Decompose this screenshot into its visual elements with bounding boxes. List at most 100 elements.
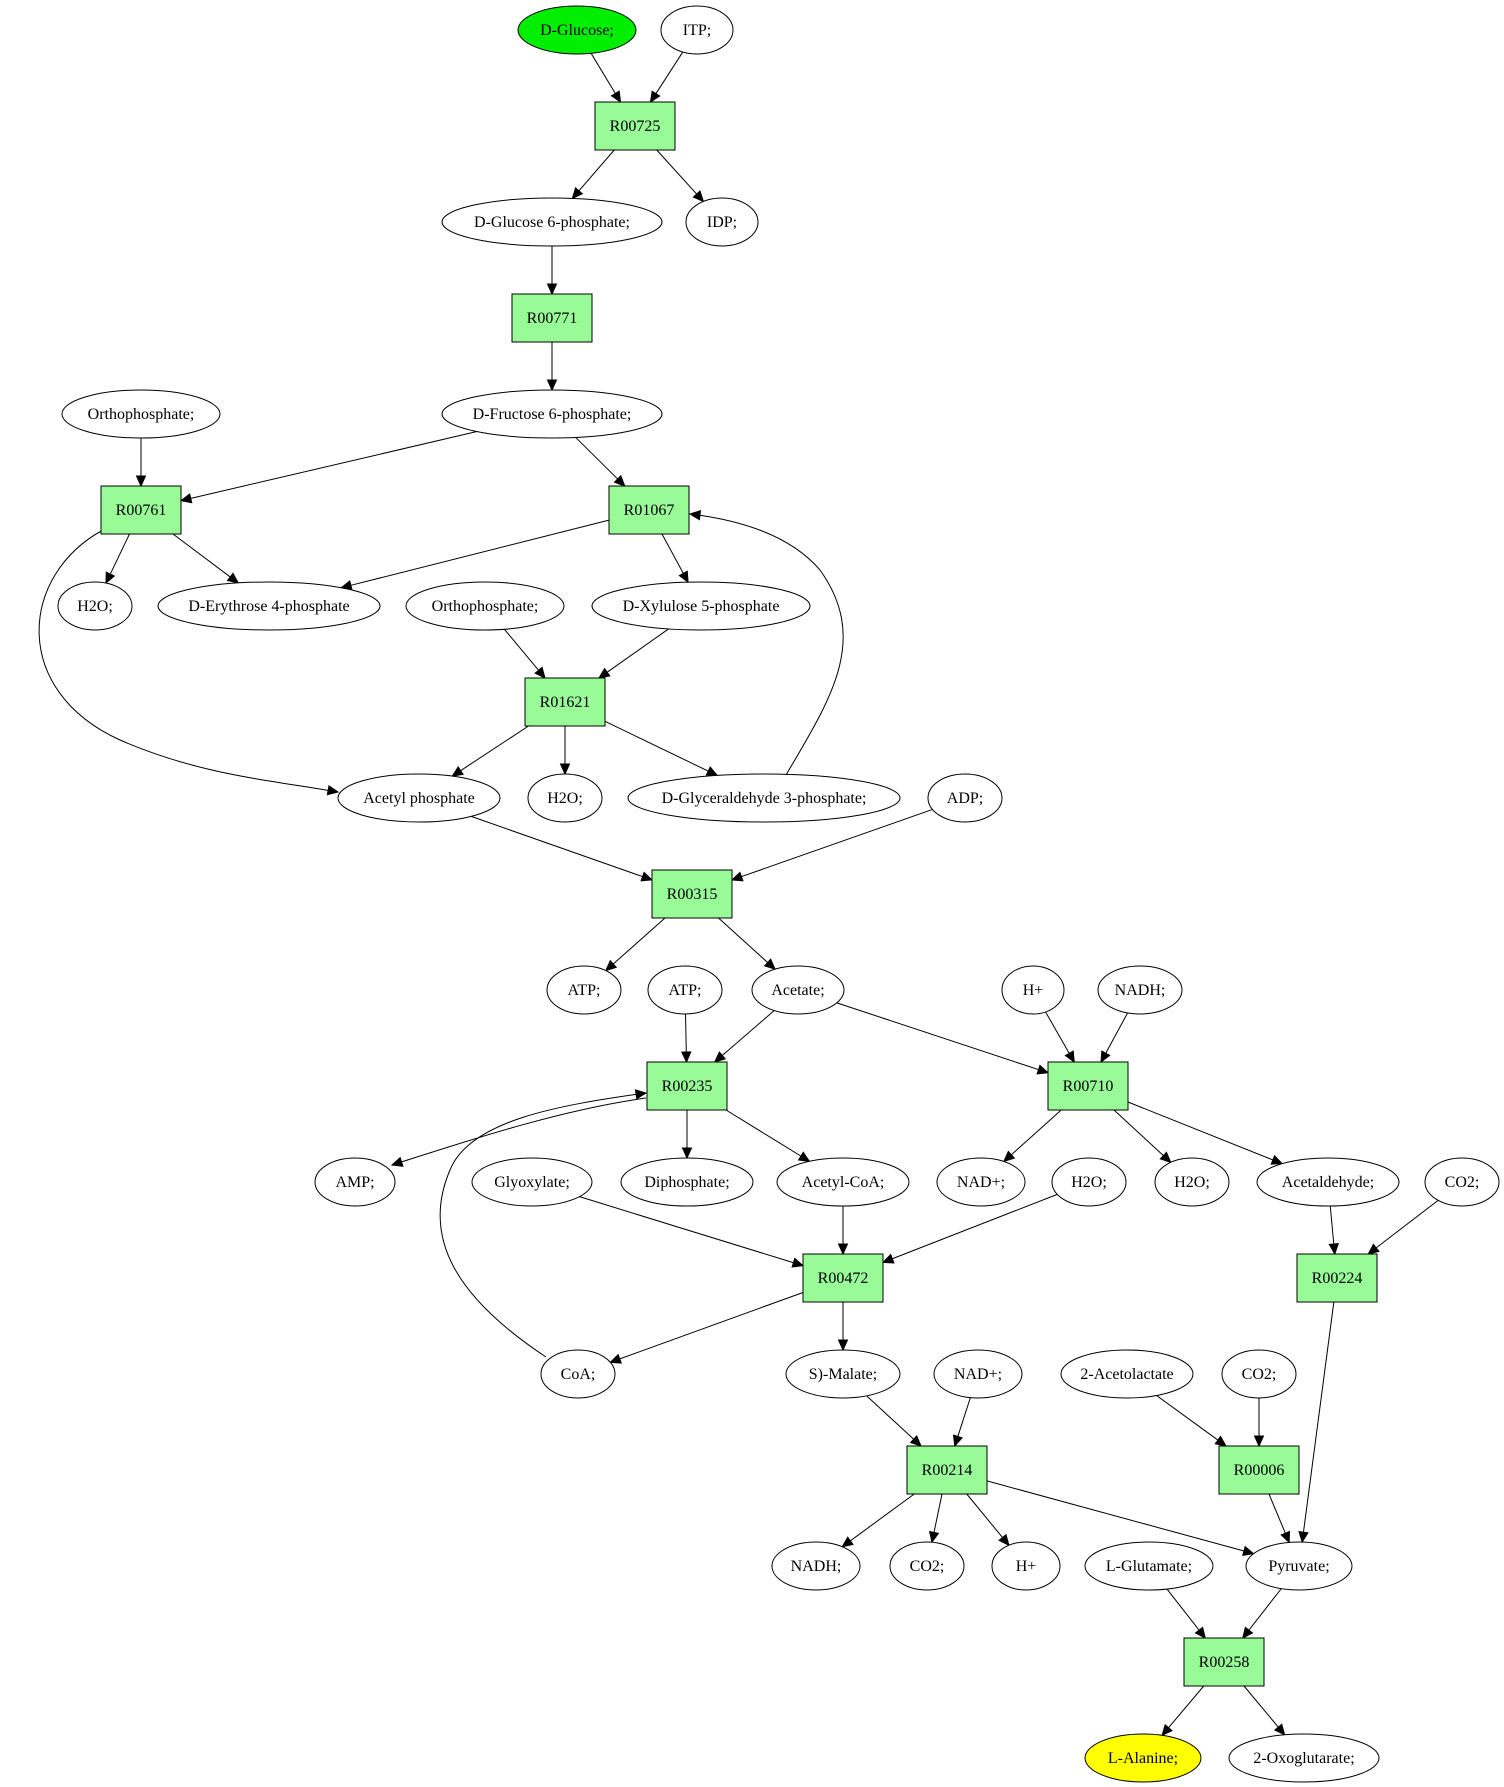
compound-node-hplus2[interactable]: H+ — [991, 1541, 1061, 1591]
edge-r00315-to-acetate — [718, 917, 776, 971]
compound-node-pi1[interactable]: Orthophosphate; — [61, 389, 221, 439]
compound-node-co2a[interactable]: CO2; — [1424, 1157, 1500, 1207]
compound-node-nadp2[interactable]: NAD+; — [933, 1349, 1023, 1399]
compound-node-ala[interactable]: L-Alanine; — [1084, 1733, 1202, 1783]
compound-node-hplus1[interactable]: H+ — [1001, 965, 1065, 1015]
reaction-node-r00710[interactable]: R00710 — [1047, 1061, 1129, 1111]
reaction-node-r00258[interactable]: R00258 — [1183, 1637, 1265, 1687]
reaction-node-r00006[interactable]: R00006 — [1218, 1445, 1300, 1495]
arrowhead-icon — [1328, 1243, 1340, 1256]
edge-line — [1010, 1109, 1062, 1156]
edge-pyr-to-r00258 — [1241, 1588, 1282, 1639]
reaction-node-r00472[interactable]: R00472 — [802, 1253, 884, 1303]
compound-node-e4p[interactable]: D-Erythrose 4-phosphate — [157, 581, 381, 631]
compound-node-acald[interactable]: Acetaldehyde; — [1256, 1157, 1400, 1207]
arrowhead-icon — [1241, 1626, 1254, 1639]
compound-node-pi2[interactable]: Orthophosphate; — [405, 581, 565, 631]
compound-node-ppi[interactable]: Diphosphate; — [620, 1157, 754, 1207]
compound-label: H2O; — [77, 598, 113, 615]
edge-line — [933, 1493, 943, 1534]
edge-line — [1104, 1012, 1129, 1055]
compound-label: H2O; — [1174, 1174, 1210, 1191]
reaction-node-r00725[interactable]: R00725 — [594, 101, 676, 151]
reaction-node-r00214[interactable]: R00214 — [906, 1445, 988, 1495]
compound-node-co2b[interactable]: CO2; — [1221, 1349, 1297, 1399]
reaction-label: R00006 — [1234, 1462, 1285, 1479]
compound-node-accoa[interactable]: Acetyl-CoA; — [776, 1157, 910, 1207]
arrowhead-icon — [546, 283, 558, 296]
compound-node-idp[interactable]: IDP; — [685, 197, 759, 247]
compound-node-atp1[interactable]: ATP; — [546, 965, 622, 1015]
compound-label: H+ — [1016, 1558, 1037, 1575]
compound-node-h2o1[interactable]: H2O; — [57, 581, 133, 631]
edge-line — [957, 1397, 971, 1438]
edge-pi2-to-r01621 — [504, 628, 546, 679]
arrowhead-icon — [649, 90, 661, 104]
compound-ellipse — [647, 965, 723, 1015]
edge-acetolac-to-r00006 — [1156, 1395, 1227, 1447]
edge-r00214-to-hplus2 — [966, 1493, 1010, 1547]
edge-adp-to-r00315 — [730, 808, 933, 882]
compound-node-glyox[interactable]: Glyoxylate; — [471, 1157, 593, 1207]
compound-node-oxo[interactable]: 2-Oxoglutarate; — [1228, 1733, 1380, 1783]
compound-node-malate[interactable]: S)-Malate; — [785, 1349, 901, 1399]
compound-node-co2c[interactable]: CO2; — [889, 1541, 965, 1591]
edge-line — [1247, 1588, 1282, 1632]
compound-ellipse — [157, 581, 381, 631]
reaction-node-r00235[interactable]: R00235 — [646, 1061, 728, 1111]
arrowhead-icon — [534, 666, 546, 679]
reaction-node-r00315[interactable]: R00315 — [651, 869, 733, 919]
compound-node-acetolac[interactable]: 2-Acetolactate — [1060, 1349, 1194, 1399]
compound-label: Diphosphate; — [644, 1174, 729, 1191]
arrowhead-icon — [909, 1435, 922, 1447]
compound-node-nadh2[interactable]: NADH; — [771, 1541, 861, 1591]
compound-node-g3p[interactable]: D-Glyceraldehyde 3-phosphate; — [627, 773, 901, 823]
compound-ellipse — [1084, 1541, 1214, 1591]
compound-node-g6p[interactable]: D-Glucose 6-phosphate; — [441, 197, 663, 247]
compound-ellipse — [1051, 1157, 1127, 1207]
edge-r00214-to-co2c — [928, 1493, 943, 1544]
reaction-box — [1218, 1445, 1300, 1495]
edge-line — [740, 808, 933, 878]
compound-ellipse — [441, 197, 663, 247]
compound-node-h2o2[interactable]: H2O; — [527, 773, 603, 823]
compound-node-atp2[interactable]: ATP; — [647, 965, 723, 1015]
edge-line — [504, 628, 540, 672]
reaction-node-r01621[interactable]: R01621 — [524, 677, 606, 727]
compound-node-h2o4[interactable]: H2O; — [1154, 1157, 1230, 1207]
compound-node-coa[interactable]: CoA; — [540, 1349, 616, 1399]
compound-label: ADP; — [947, 790, 983, 807]
reaction-box — [651, 869, 733, 919]
compound-label: D-Glyceraldehyde 3-phosphate; — [662, 790, 867, 807]
reaction-box — [608, 485, 690, 535]
arrowhead-icon — [135, 475, 147, 488]
reaction-node-r00771[interactable]: R00771 — [511, 293, 593, 343]
arrowhead-icon — [1280, 1530, 1291, 1544]
edge-r00224-to-pyr — [1298, 1301, 1335, 1544]
reaction-node-r00761[interactable]: R00761 — [100, 485, 182, 535]
compound-node-h2o3[interactable]: H2O; — [1051, 1157, 1127, 1207]
edge-line — [718, 917, 769, 964]
compound-node-nadp1[interactable]: NAD+; — [936, 1157, 1026, 1207]
compound-label: 2-Oxoglutarate; — [1253, 1750, 1354, 1767]
reaction-node-r00224[interactable]: R00224 — [1296, 1253, 1378, 1303]
compound-node-x5p[interactable]: D-Xylulose 5-phosphate — [591, 581, 811, 631]
compound-node-amp[interactable]: AMP; — [314, 1157, 396, 1207]
compound-node-adp[interactable]: ADP; — [927, 773, 1003, 823]
compound-node-nadh1[interactable]: NADH; — [1097, 965, 1183, 1015]
compound-node-glu[interactable]: L-Glutamate; — [1084, 1541, 1214, 1591]
reaction-node-r01067[interactable]: R01067 — [608, 485, 690, 535]
compound-node-itp[interactable]: ITP; — [660, 5, 734, 55]
compound-node-pyr[interactable]: Pyruvate; — [1245, 1541, 1353, 1591]
edge-line — [836, 1002, 1040, 1071]
edge-h2o3-to-r00472 — [881, 1193, 1058, 1264]
arrowhead-icon — [1064, 1050, 1075, 1064]
compound-node-f6p[interactable]: D-Fructose 6-phosphate; — [441, 389, 663, 439]
compound-node-acetate[interactable]: Acetate; — [751, 965, 845, 1015]
compound-node-glucose[interactable]: D-Glucose; — [517, 5, 637, 55]
compound-ellipse — [1097, 965, 1183, 1015]
edge-r00771-to-f6p — [546, 342, 558, 392]
compound-node-acp[interactable]: Acetyl phosphate — [337, 773, 501, 823]
compound-ellipse — [517, 5, 637, 55]
compound-ellipse — [776, 1157, 910, 1207]
